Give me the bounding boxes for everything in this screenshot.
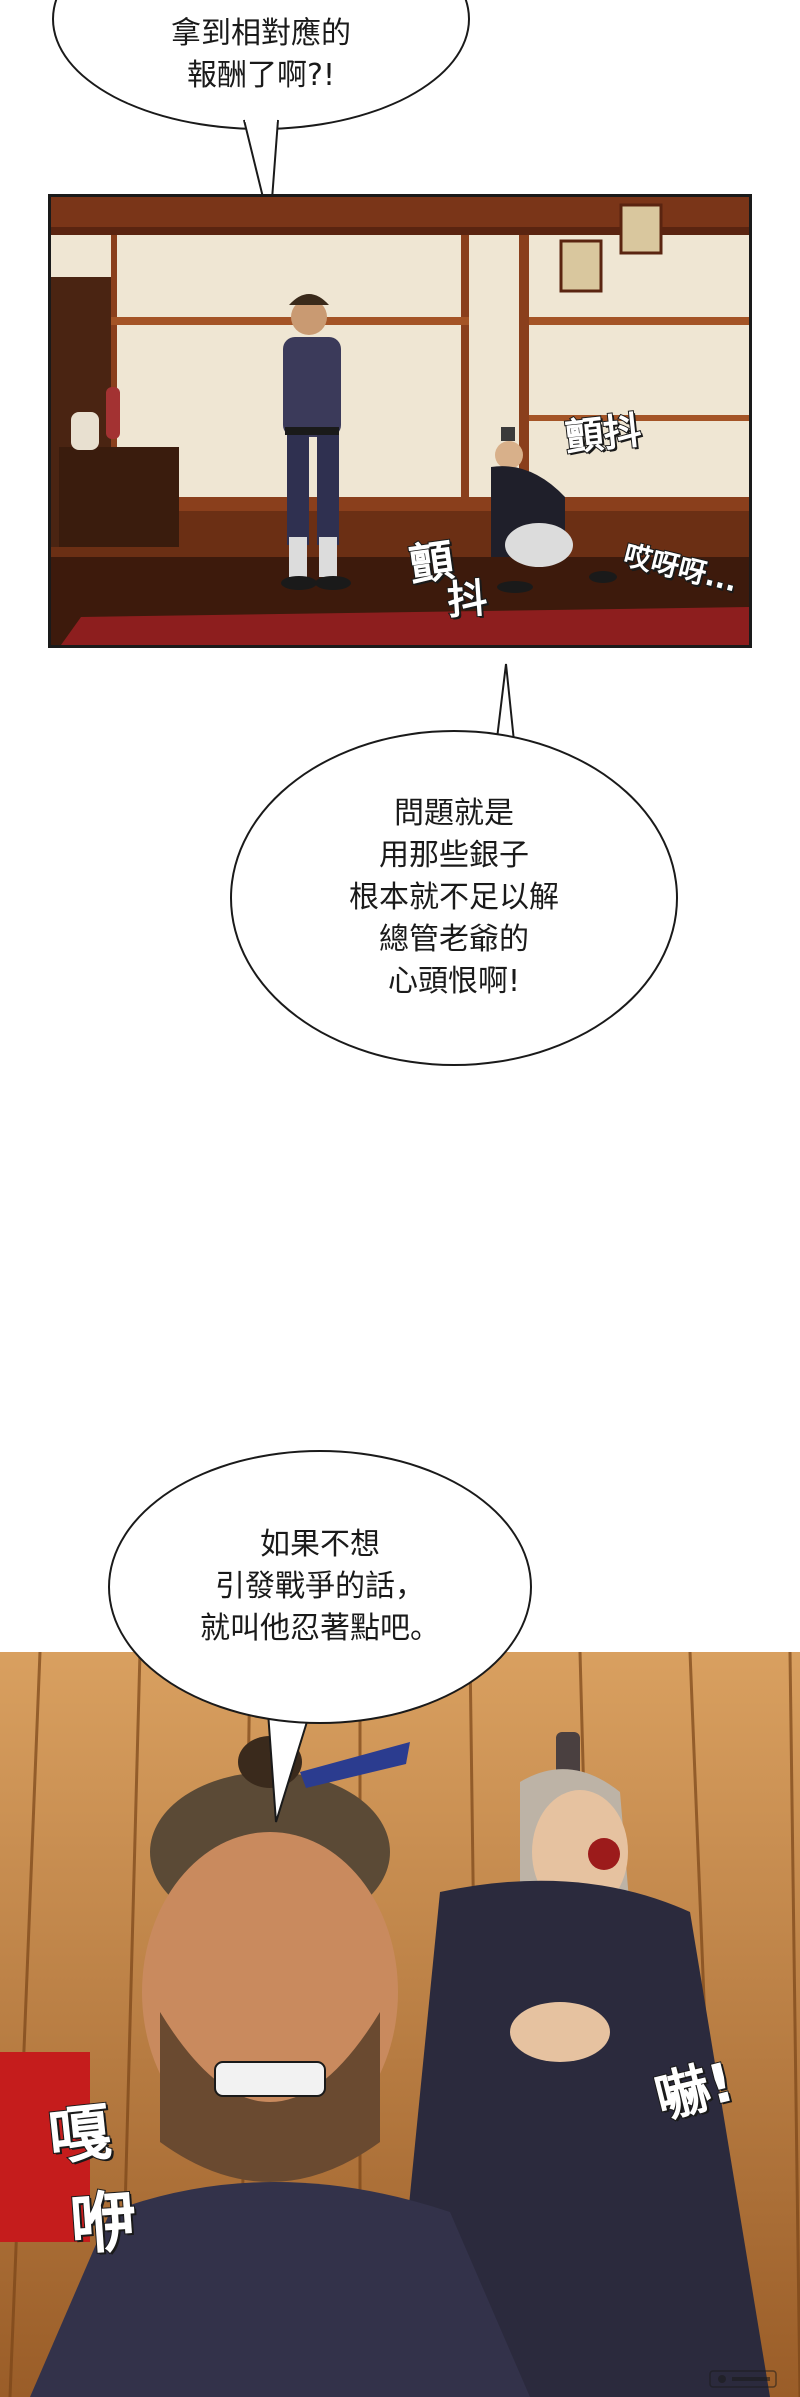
bubble-middle-line-1: 問題就是 bbox=[394, 796, 514, 831]
grimacing-man bbox=[30, 1736, 530, 2397]
panel-closeup-scene bbox=[0, 1652, 800, 2397]
bubble-middle-line-2: 用那些銀子 bbox=[379, 838, 529, 873]
bubble-top-line-2: 報酬了啊?! bbox=[187, 58, 335, 93]
bubble-top-line-1: 拿到相對應的 bbox=[171, 16, 351, 51]
bubble-middle-line-3: 根本就不足以解 bbox=[349, 880, 559, 915]
sfx-tremble-2-bottom: 抖 bbox=[445, 575, 490, 626]
bubble-middle-line-4: 總管老爺的 bbox=[379, 922, 529, 957]
bubble-bottom-line-3: 就叫他忍著點吧。 bbox=[200, 1611, 440, 1646]
speech-bubble-bottom: 如果不想 引發戰爭的話， 就叫他忍著點吧。 bbox=[108, 1450, 532, 1724]
closeup-illustration bbox=[0, 1652, 800, 2397]
sfx-tremble-1: 顫抖 bbox=[562, 407, 644, 461]
bubble-bottom-line-2: 引發戰爭的話， bbox=[215, 1569, 425, 1604]
injured-man bbox=[390, 1732, 770, 2397]
sfx-grit-top: 嘎 bbox=[44, 2094, 115, 2175]
sfx-grit-bottom: 咿 bbox=[67, 2182, 140, 2265]
room-illustration bbox=[51, 197, 749, 645]
bubble-bottom-line-1: 如果不想 bbox=[260, 1527, 380, 1562]
panel-room-scene: 顫抖 顫 抖 哎呀呀... bbox=[48, 194, 752, 648]
speech-bubble-top: 拿到相對應的 報酬了啊?! bbox=[52, 0, 470, 130]
watermark-logo bbox=[709, 2370, 777, 2388]
standing-man bbox=[281, 294, 351, 590]
speech-bubble-bottom-tail bbox=[267, 1710, 311, 1823]
kneeling-man bbox=[491, 427, 617, 593]
speech-bubble-middle: 問題就是 用那些銀子 根本就不足以解 總管老爺的 心頭恨啊! bbox=[230, 730, 678, 1066]
bubble-middle-line-5: 心頭恨啊! bbox=[387, 964, 521, 999]
